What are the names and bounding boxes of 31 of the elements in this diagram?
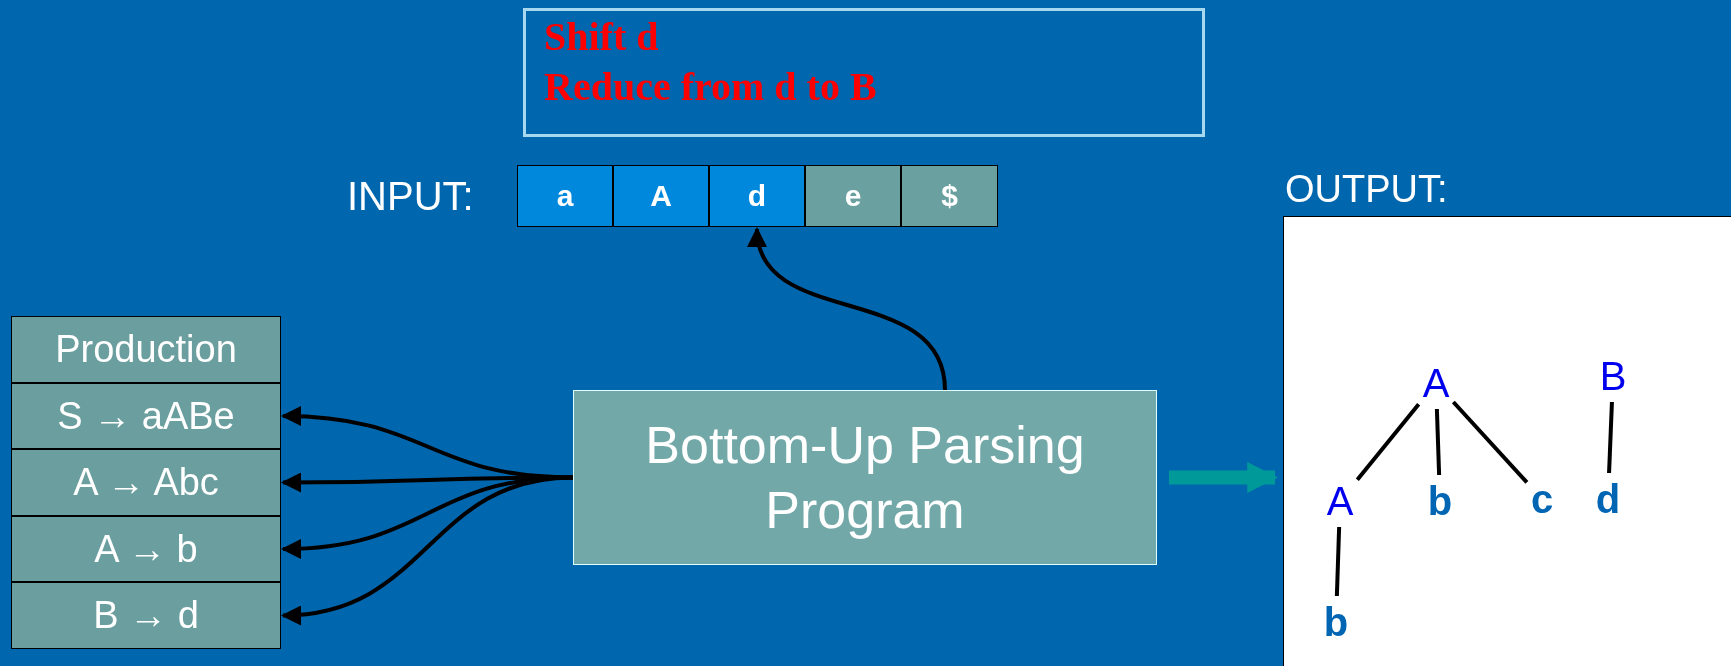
- tree-symbol: A: [1418, 357, 1454, 409]
- tree-symbol: c: [1526, 473, 1558, 525]
- tree-symbol: b: [1423, 475, 1457, 527]
- arrow: [1169, 462, 1279, 493]
- arrow: [750, 227, 947, 391]
- tree-symbol: b: [1319, 596, 1353, 648]
- tree-line: [1607, 401, 1614, 474]
- input-cell: a: [517, 165, 613, 227]
- production-cell: A → Abc: [11, 449, 281, 516]
- step-text: Reduce from d to B: [544, 63, 877, 110]
- tree-line: [1355, 403, 1421, 481]
- step-box: [523, 8, 1205, 137]
- input-label: INPUT:: [347, 173, 474, 220]
- tree-line: [1334, 526, 1342, 597]
- step-text: Shift d: [544, 13, 659, 60]
- input-cell: d: [709, 165, 805, 227]
- tree-line: [1434, 408, 1442, 476]
- tree-symbol: A: [1322, 475, 1358, 527]
- table-header: Production: [11, 316, 281, 383]
- input-cell: $: [901, 165, 998, 227]
- input-cell: e: [805, 165, 901, 227]
- program-box: Bottom-Up Parsing Program: [573, 390, 1157, 565]
- tree-line: [1451, 400, 1529, 484]
- tree-symbol: d: [1591, 473, 1625, 525]
- production-cell: S → aABe: [11, 383, 281, 449]
- output-heading: OUTPUT:: [1285, 170, 1448, 208]
- arrow: [281, 475, 574, 624]
- production-cell: B → d: [11, 582, 281, 649]
- tree-symbol: B: [1595, 350, 1631, 402]
- production-cell: A → b: [11, 516, 281, 582]
- input-cell: A: [613, 165, 709, 227]
